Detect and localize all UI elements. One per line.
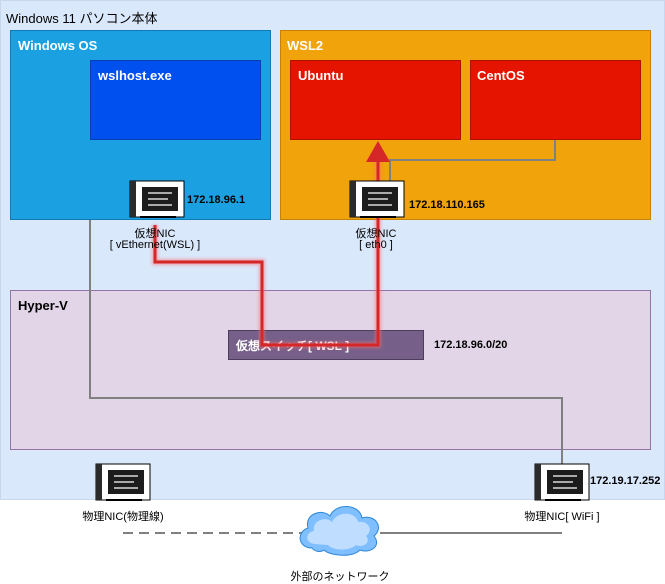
- centos-label: CentOS: [477, 68, 525, 83]
- windows-nic-label-2: [ vEthernet(WSL) ]: [109, 239, 201, 251]
- nic-icon-wsl: [349, 180, 405, 218]
- cloud-icon: [299, 506, 379, 556]
- wifi-nic-ip: 172.19.17.252: [590, 475, 661, 487]
- wsl-nic-ip: 172.18.110.165: [409, 199, 485, 211]
- gray-link-centos: [389, 140, 556, 185]
- red-route: [153, 160, 380, 347]
- windows-os-title: Windows OS: [18, 38, 98, 53]
- wslhost-box[interactable]: [90, 60, 261, 140]
- nic-icon-wired: [95, 463, 151, 501]
- hyperv-box[interactable]: [10, 290, 651, 450]
- nic-icon-windows: [129, 180, 185, 218]
- wifi-nic-label: 物理NIC[ WiFi ]: [524, 511, 600, 523]
- nic-icon-wifi: [534, 463, 590, 501]
- wired-nic-label: 物理NIC(物理線): [82, 511, 164, 523]
- ubuntu-box[interactable]: [290, 60, 461, 140]
- gray-link-windows-wifi: [89, 220, 563, 465]
- centos-box[interactable]: [470, 60, 641, 140]
- hyperv-title: Hyper-V: [18, 298, 68, 313]
- wsl-nic-label-2: [ eth0 ]: [359, 239, 393, 251]
- wsl2-title: WSL2: [287, 38, 324, 53]
- route-arrowhead: [366, 141, 390, 162]
- ubuntu-label: Ubuntu: [298, 68, 344, 83]
- cloud-label: 外部のネットワーク: [290, 571, 390, 583]
- wslhost-label: wslhost.exe: [98, 68, 172, 83]
- wsl-nic-label-1: 仮想NIC: [355, 228, 397, 240]
- windows-nic-ip: 172.18.96.1: [187, 194, 246, 206]
- windows-nic-label-1: 仮想NIC: [134, 228, 176, 240]
- subnet-label: 172.18.96.0/20: [434, 339, 508, 351]
- red-route-glow: [152, 160, 381, 348]
- pc-title: Windows 11 パソコン本体: [6, 11, 158, 26]
